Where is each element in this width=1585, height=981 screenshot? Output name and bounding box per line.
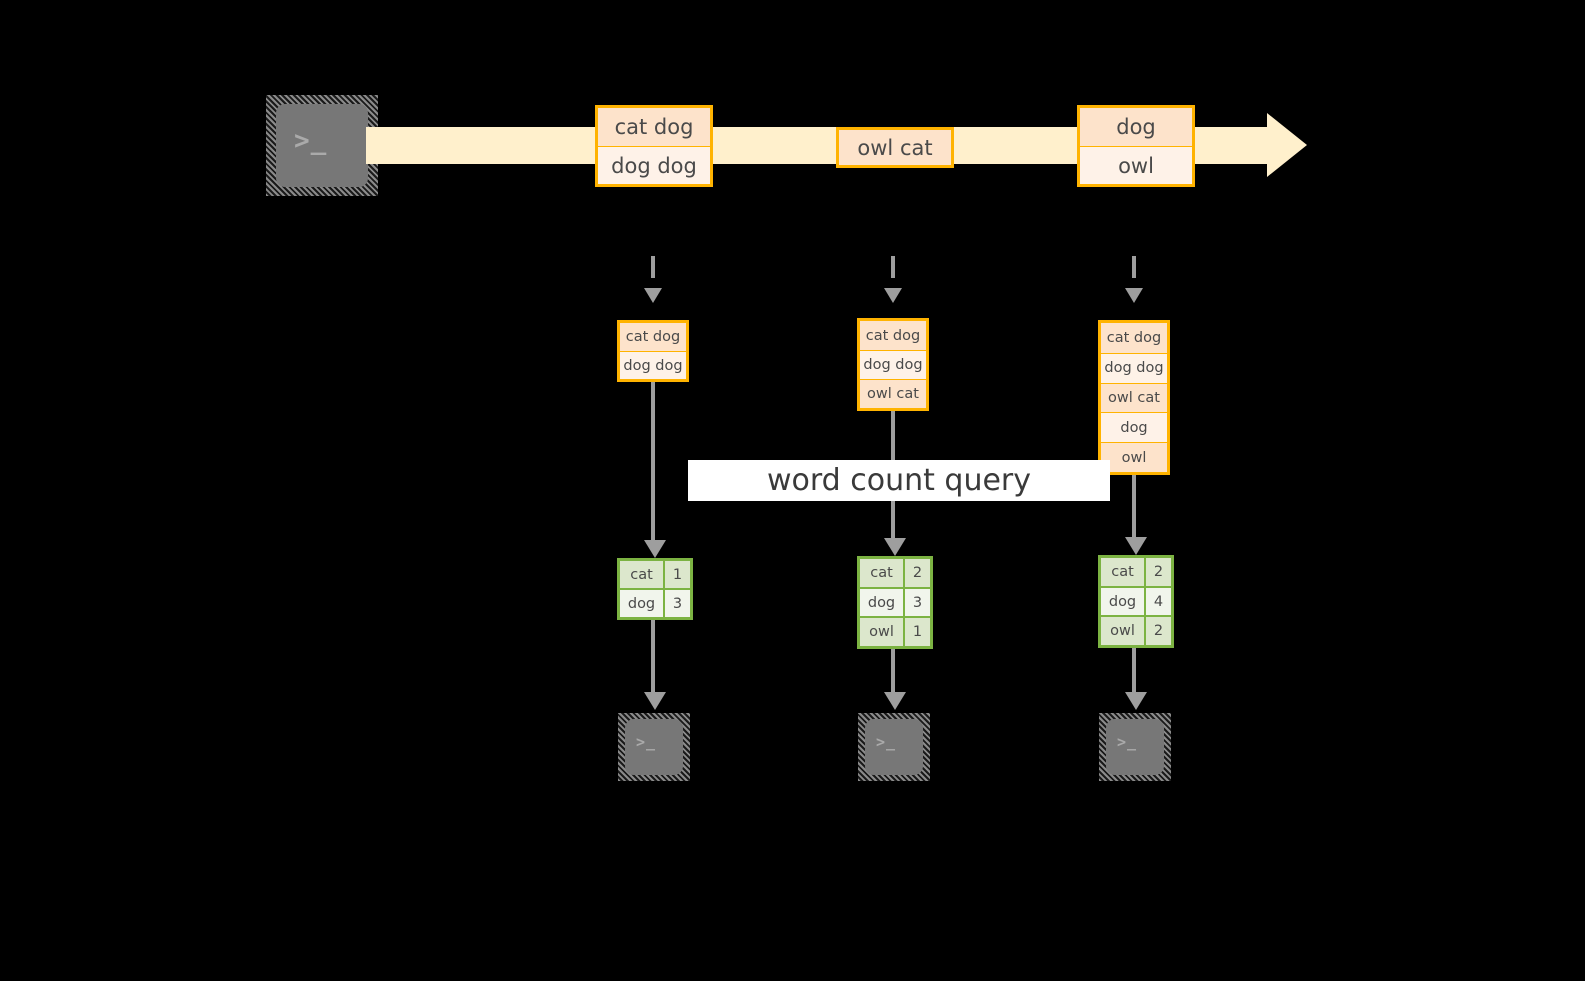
- result-row: owl 1: [860, 616, 930, 647]
- query-label-band: word count query: [688, 460, 1110, 501]
- result-word: cat: [620, 561, 665, 588]
- result-word: cat: [1101, 558, 1146, 586]
- terminal-body: [1106, 719, 1164, 775]
- column-2-feed-arrowhead: [884, 288, 902, 303]
- input-row: owl: [1101, 442, 1167, 472]
- column-2-sink-arrowhead: [884, 692, 906, 710]
- column-3-input-table: cat dog dog dog owl cat dog owl: [1098, 320, 1170, 475]
- stream-event-group-2: owl cat: [836, 127, 954, 168]
- input-row: cat dog: [620, 323, 686, 351]
- result-count: 1: [905, 618, 930, 647]
- result-count: 2: [905, 559, 930, 587]
- column-2-sink-line: [891, 649, 895, 698]
- input-row: dog dog: [620, 351, 686, 379]
- input-row: dog dog: [860, 350, 926, 379]
- column-3-sink-terminal-icon: >_: [1099, 713, 1171, 781]
- column-3-feed-arrowhead: [1125, 288, 1143, 303]
- source-terminal-icon: >_: [266, 95, 378, 196]
- column-2-query-arrowhead: [884, 538, 906, 556]
- column-3-sink-arrowhead: [1125, 692, 1147, 710]
- column-3-feed-dash: [1132, 256, 1136, 278]
- result-count: 3: [665, 590, 690, 617]
- terminal-prompt-glyph: >_: [1117, 733, 1138, 751]
- result-word: dog: [620, 590, 665, 617]
- result-row: owl 2: [1101, 615, 1171, 646]
- column-3-result-table: cat 2 dog 4 owl 2: [1098, 555, 1174, 648]
- column-3-query-arrowhead: [1125, 537, 1147, 555]
- result-row: dog 3: [620, 588, 690, 617]
- terminal-body: [865, 719, 923, 775]
- column-1-sink-arrowhead: [644, 692, 666, 710]
- column-1-feed-dash: [651, 256, 655, 278]
- stream-event-group-3: dog owl: [1077, 105, 1195, 187]
- terminal-prompt-glyph: >_: [294, 126, 328, 156]
- result-count: 4: [1146, 587, 1171, 616]
- terminal-body: [276, 104, 368, 187]
- column-1-input-table: cat dog dog dog: [617, 320, 689, 382]
- right-arrow-icon: [1267, 113, 1307, 177]
- input-row: cat dog: [860, 321, 926, 350]
- input-row: cat dog: [1101, 323, 1167, 353]
- result-count: 1: [665, 561, 690, 588]
- result-row: cat 1: [620, 561, 690, 588]
- stream-event-line: cat dog: [598, 108, 710, 146]
- result-count: 3: [905, 588, 930, 617]
- stream-event-line: dog dog: [598, 146, 710, 184]
- input-row: owl cat: [1101, 382, 1167, 413]
- column-3-sink-line: [1132, 648, 1136, 698]
- column-3-query-line: [1132, 475, 1136, 543]
- result-row: dog 4: [1101, 585, 1171, 616]
- stream-event-line: owl: [1080, 146, 1192, 184]
- result-row: cat 2: [860, 559, 930, 587]
- result-word: owl: [1101, 617, 1146, 646]
- column-2-result-table: cat 2 dog 3 owl 1: [857, 556, 933, 649]
- input-row: dog dog: [1101, 352, 1167, 383]
- result-count: 2: [1146, 558, 1171, 586]
- query-label-text: word count query: [766, 463, 1032, 498]
- result-word: dog: [860, 588, 905, 617]
- terminal-prompt-glyph: >_: [636, 733, 657, 751]
- column-1-feed-arrowhead: [644, 288, 662, 303]
- column-2-sink-terminal-icon: >_: [858, 713, 930, 781]
- stream-event-line: owl cat: [839, 130, 951, 165]
- result-count: 2: [1146, 617, 1171, 646]
- column-2-input-table: cat dog dog dog owl cat: [857, 318, 929, 411]
- result-word: cat: [860, 559, 905, 587]
- stream-event-group-1: cat dog dog dog: [595, 105, 713, 187]
- result-row: cat 2: [1101, 558, 1171, 586]
- terminal-body: [625, 719, 683, 775]
- column-1-query-arrowhead: [644, 540, 666, 558]
- stream-event-line: dog: [1080, 108, 1192, 146]
- input-row: dog: [1101, 412, 1167, 443]
- result-row: dog 3: [860, 586, 930, 617]
- column-1-sink-line: [651, 620, 655, 698]
- column-1-sink-terminal-icon: >_: [618, 713, 690, 781]
- column-1-result-table: cat 1 dog 3: [617, 558, 693, 620]
- column-2-feed-dash: [891, 256, 895, 278]
- result-word: owl: [860, 618, 905, 647]
- column-1-query-line: [651, 382, 655, 546]
- terminal-prompt-glyph: >_: [876, 733, 897, 751]
- result-word: dog: [1101, 587, 1146, 616]
- input-row: owl cat: [860, 378, 926, 408]
